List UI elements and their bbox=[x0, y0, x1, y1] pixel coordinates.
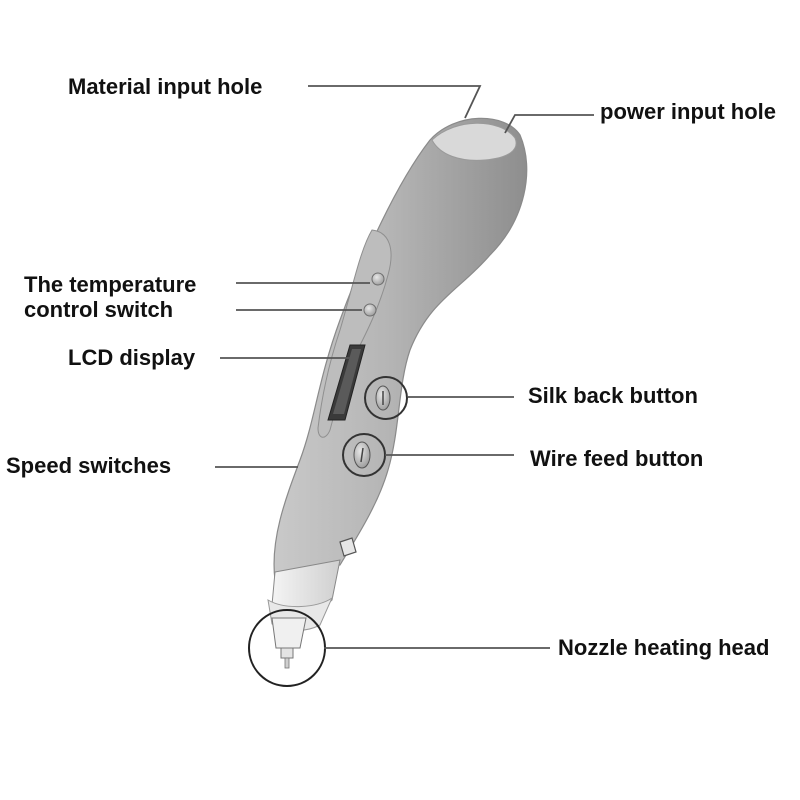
label-temperature-switch-line2: control switch bbox=[24, 297, 174, 322]
leader-lines bbox=[215, 85, 594, 649]
label-lcd-display: LCD display bbox=[68, 345, 196, 370]
nozzle-heating-head bbox=[248, 609, 326, 687]
label-wire-feed-button: Wire feed button bbox=[530, 446, 704, 471]
label-nozzle-heating-head: Nozzle heating head bbox=[558, 635, 770, 660]
label-speed-switches: Speed switches bbox=[6, 453, 172, 478]
silk-back-button[interactable] bbox=[364, 376, 408, 420]
temperature-switch-up[interactable] bbox=[371, 272, 385, 286]
pen-body bbox=[273, 117, 528, 581]
label-material-input-hole: Material input hole bbox=[68, 74, 263, 99]
lcd-display bbox=[327, 344, 366, 421]
label-power-input-hole: power input hole bbox=[600, 99, 776, 124]
leader-material-input bbox=[308, 85, 482, 119]
label-silk-back-button: Silk back button bbox=[528, 383, 698, 408]
temperature-switch-down[interactable] bbox=[363, 303, 377, 317]
label-temperature-switch-line1: The temperature bbox=[24, 272, 197, 297]
leader-power-input bbox=[504, 114, 594, 134]
side-port bbox=[339, 537, 357, 557]
